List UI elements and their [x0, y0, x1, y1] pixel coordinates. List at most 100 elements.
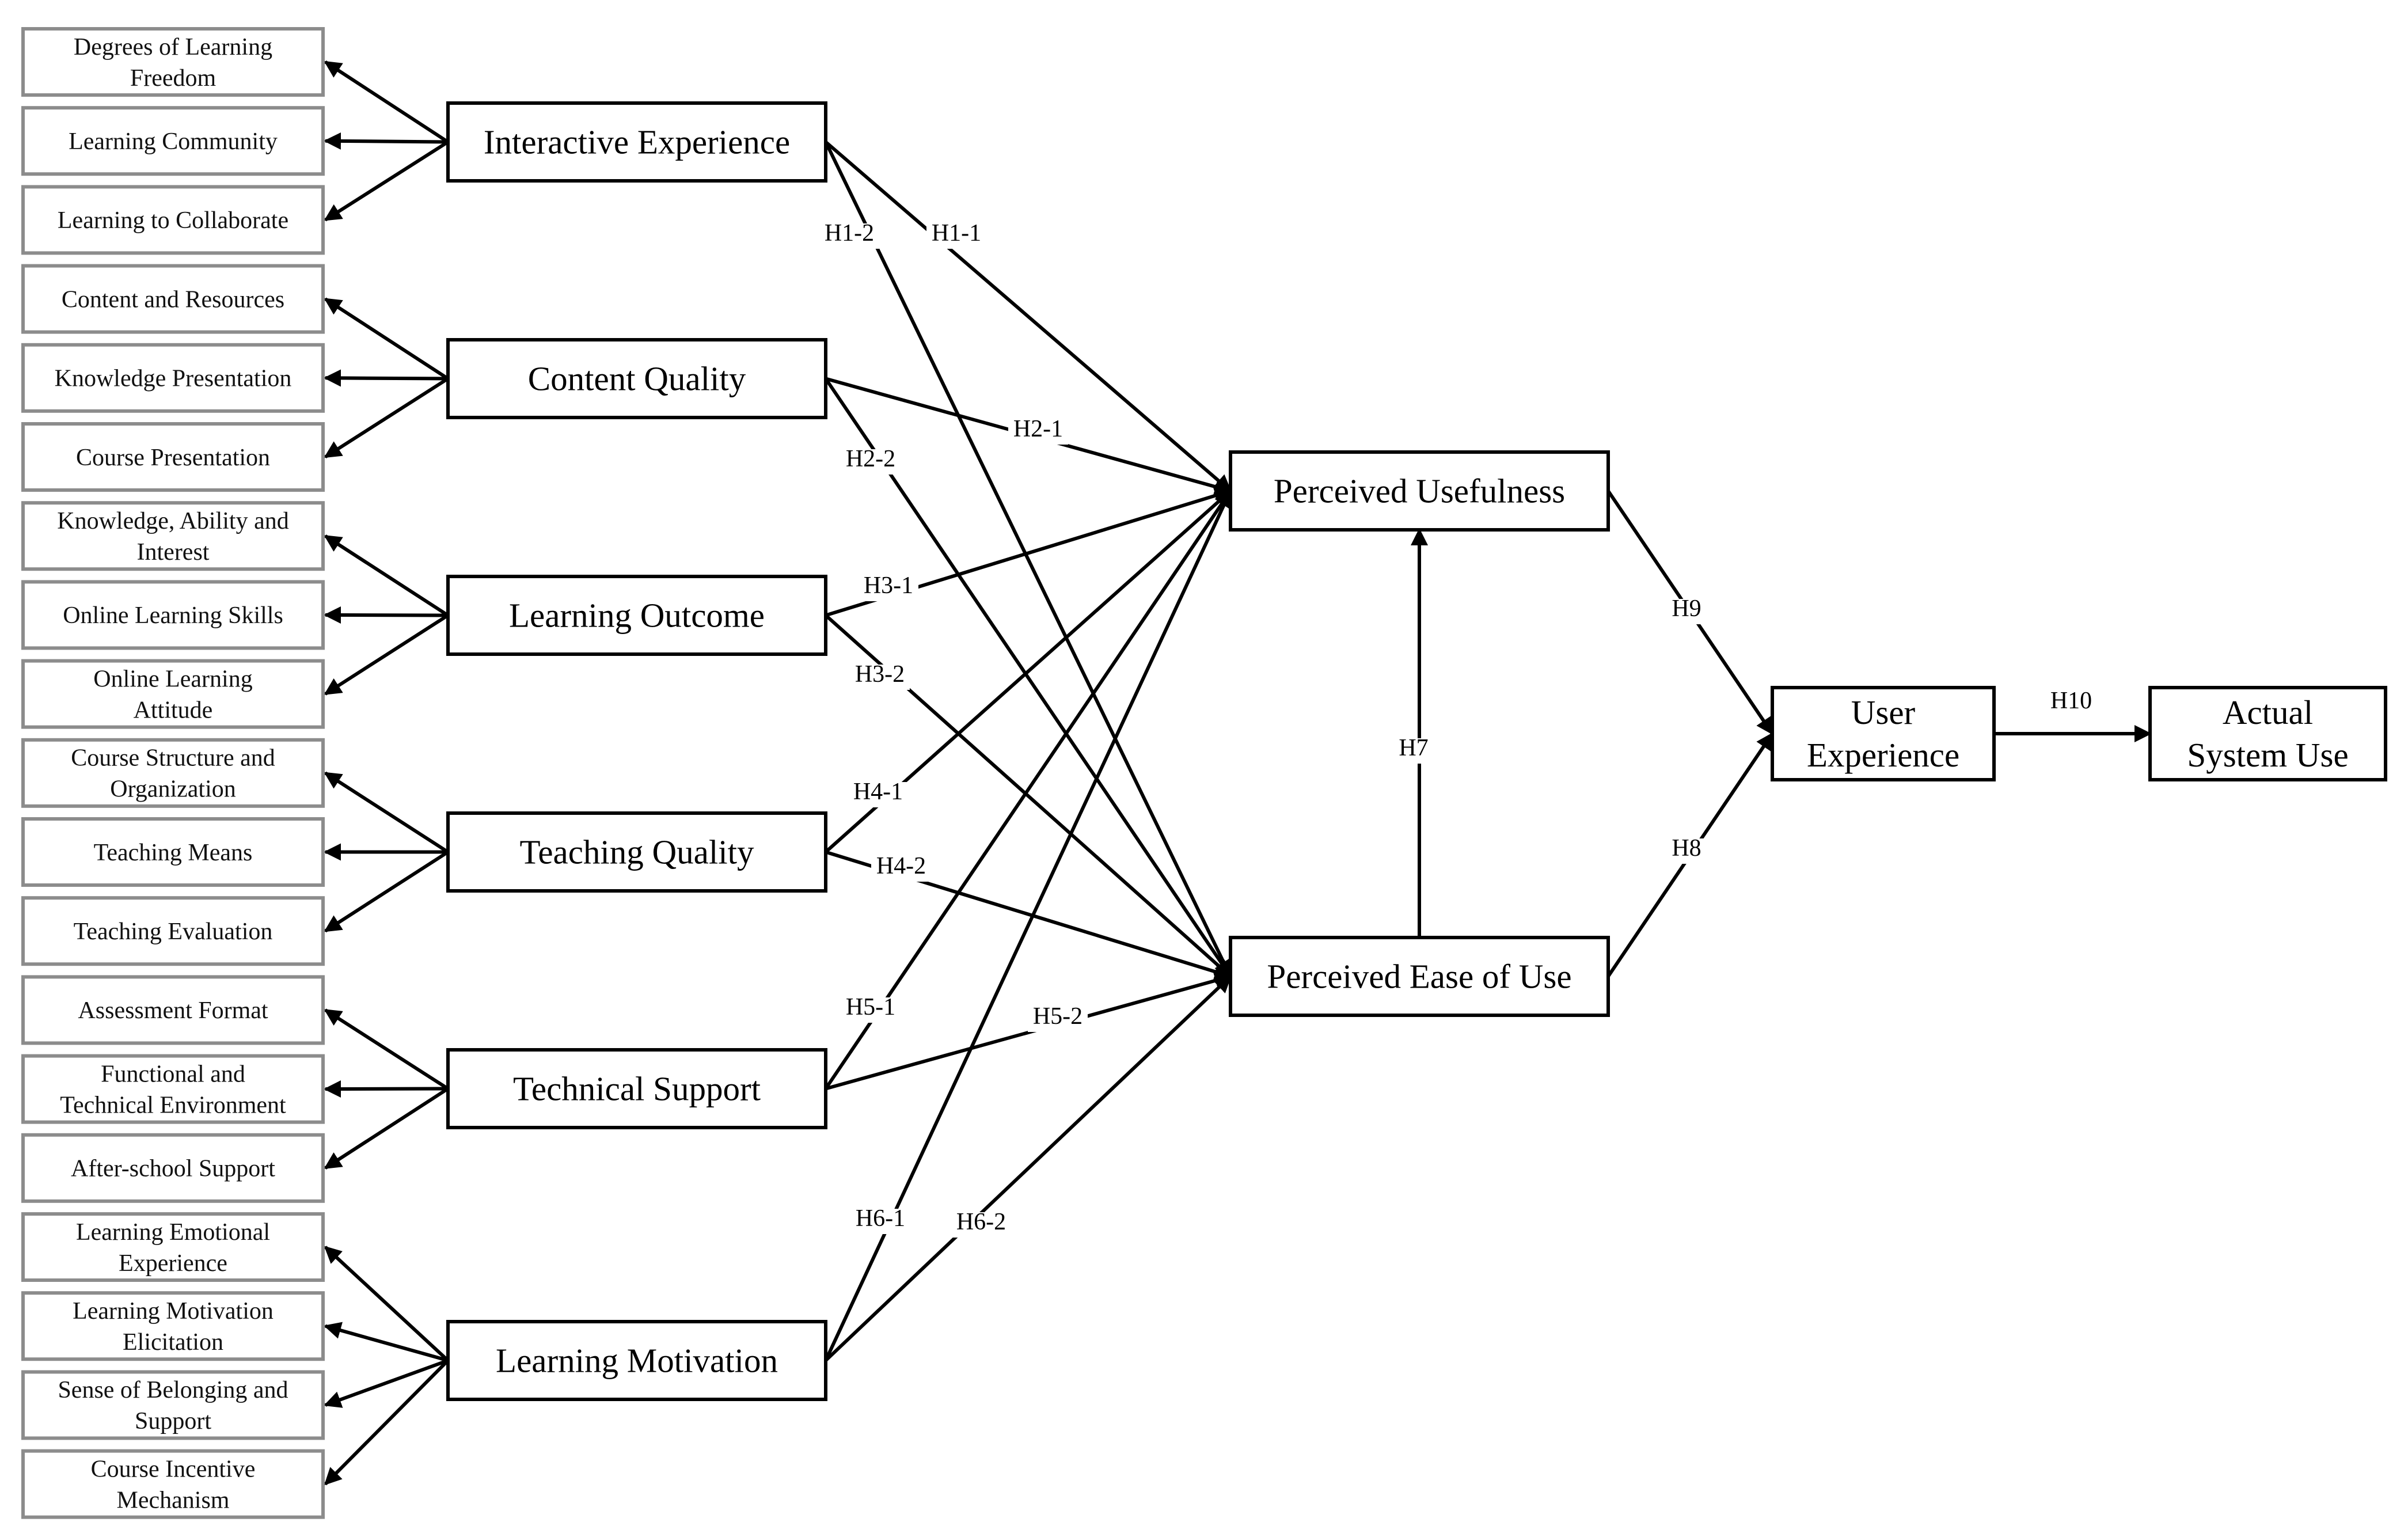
box-label: Technical Support — [513, 1070, 761, 1108]
hypothesis-label-h3-1: H3-1 — [859, 572, 918, 601]
box-label: Teaching Means — [94, 840, 253, 866]
hypothesis-label-text: H10 — [2050, 688, 2092, 714]
box-border — [21, 422, 325, 492]
loading-arrow — [324, 534, 449, 617]
label-line: Technical Support — [513, 1070, 761, 1108]
indicator-assessment-format: Assessment Format — [21, 975, 325, 1045]
hypothesis-arrow-h1-2 — [824, 141, 1232, 978]
indicator-after-school-support: After-school Support — [21, 1133, 325, 1203]
hypothesis-label-text: H2-2 — [846, 446, 895, 472]
hypothesis-label-text: H6-1 — [856, 1205, 905, 1232]
label-line: Course Presentation — [76, 445, 270, 471]
label-line: Organization — [110, 776, 236, 803]
label-line: Elicitation — [123, 1329, 223, 1356]
construct-teaching-quality: Teaching Quality — [446, 811, 827, 893]
label-background — [841, 997, 901, 1023]
hypothesis-arrow-h1-1 — [825, 141, 1232, 492]
label-line: Learning Outcome — [509, 597, 765, 635]
box-border — [1771, 686, 1996, 781]
label-line: Content Quality — [528, 360, 746, 398]
box-label: Course Presentation — [76, 445, 270, 471]
hypothesis-label-h1-2: H1-2 — [819, 220, 879, 249]
label-line: Perceived Usefulness — [1274, 472, 1565, 510]
box-label: Teaching Evaluation — [74, 919, 273, 945]
loading-arrow — [324, 1358, 449, 1408]
loading-arrow — [324, 850, 449, 933]
box-border — [21, 1370, 325, 1440]
box-label: Learning Outcome — [509, 597, 765, 635]
label-line: Teaching Evaluation — [74, 919, 273, 945]
box-label: Assessment Format — [78, 997, 268, 1024]
hypothesis-label-text: H7 — [1399, 735, 1428, 761]
hypothesis-label-text: H4-2 — [876, 853, 926, 879]
box-border — [21, 106, 325, 176]
box-label: Perceived Usefulness — [1274, 472, 1565, 510]
loading-arrow — [324, 1008, 449, 1091]
label-line: Actual — [2223, 693, 2313, 731]
label-background — [1669, 838, 1704, 864]
loading-arrow — [324, 132, 449, 150]
box-border — [1229, 936, 1610, 1017]
label-background — [841, 449, 901, 475]
hypothesis-label-h1-1: H1-1 — [926, 220, 986, 249]
box-border — [21, 1449, 325, 1519]
label-background — [951, 1212, 1011, 1238]
label-line: Learning Motivation — [73, 1298, 274, 1325]
hypothesis-label-text: H1-2 — [825, 220, 874, 246]
hypothesis-arrow-h5-2 — [825, 972, 1232, 1091]
construct-perceived-ease-of-use: Perceived Ease of Use — [1229, 936, 1610, 1017]
construct-technical-support: Technical Support — [446, 1048, 827, 1129]
loading-arrow — [324, 60, 449, 144]
box-border — [446, 338, 827, 419]
label-line: Course Incentive — [91, 1456, 256, 1482]
loading-arrow — [324, 140, 449, 222]
hypothesis-label-text: H3-2 — [855, 661, 905, 688]
hypothesis-label-text: H1-1 — [932, 220, 981, 246]
box-label: Interactive Experience — [484, 123, 790, 161]
box-border — [446, 101, 827, 183]
edges-layer — [324, 60, 2152, 1486]
box-border — [21, 185, 325, 255]
label-line: Interactive Experience — [484, 123, 790, 161]
hypothesis-label-h4-1: H4-1 — [848, 779, 908, 807]
label-line: Teaching Quality — [519, 833, 754, 871]
construct-content-quality: Content Quality — [446, 338, 827, 419]
hypothesis-label-h5-2: H5-2 — [1028, 1003, 1088, 1032]
loading-arrow — [324, 1080, 449, 1098]
construct-learning-outcome: Learning Outcome — [446, 575, 827, 656]
box-border — [21, 343, 325, 413]
label-background — [1008, 419, 1068, 445]
label-background — [848, 782, 908, 807]
box-border — [446, 1048, 827, 1129]
label-line: Sense of Belonging and — [58, 1377, 288, 1403]
box-border — [446, 811, 827, 893]
indicator-learning-community: Learning Community — [21, 106, 325, 176]
box-border — [446, 1320, 827, 1401]
label-background — [819, 223, 879, 249]
label-line: Interest — [137, 539, 210, 566]
construct-interactive-experience: Interactive Experience — [446, 101, 827, 183]
label-line: Course Structure and — [71, 745, 275, 772]
hypothesis-label-text: H9 — [1672, 595, 1701, 622]
loading-arrow — [324, 606, 449, 624]
label-background — [1669, 599, 1704, 624]
indicator-course-presentation: Course Presentation — [21, 422, 325, 492]
indicator-teaching-evaluation: Teaching Evaluation — [21, 896, 325, 966]
label-background — [1028, 1007, 1088, 1032]
loading-arrow — [324, 1359, 450, 1486]
label-line: Learning Motivation — [496, 1342, 778, 1380]
hypothesis-label-text: H6-2 — [956, 1209, 1006, 1235]
label-line: Learning Emotional — [76, 1219, 270, 1246]
box-border — [21, 1212, 325, 1282]
label-background — [2048, 691, 2095, 716]
